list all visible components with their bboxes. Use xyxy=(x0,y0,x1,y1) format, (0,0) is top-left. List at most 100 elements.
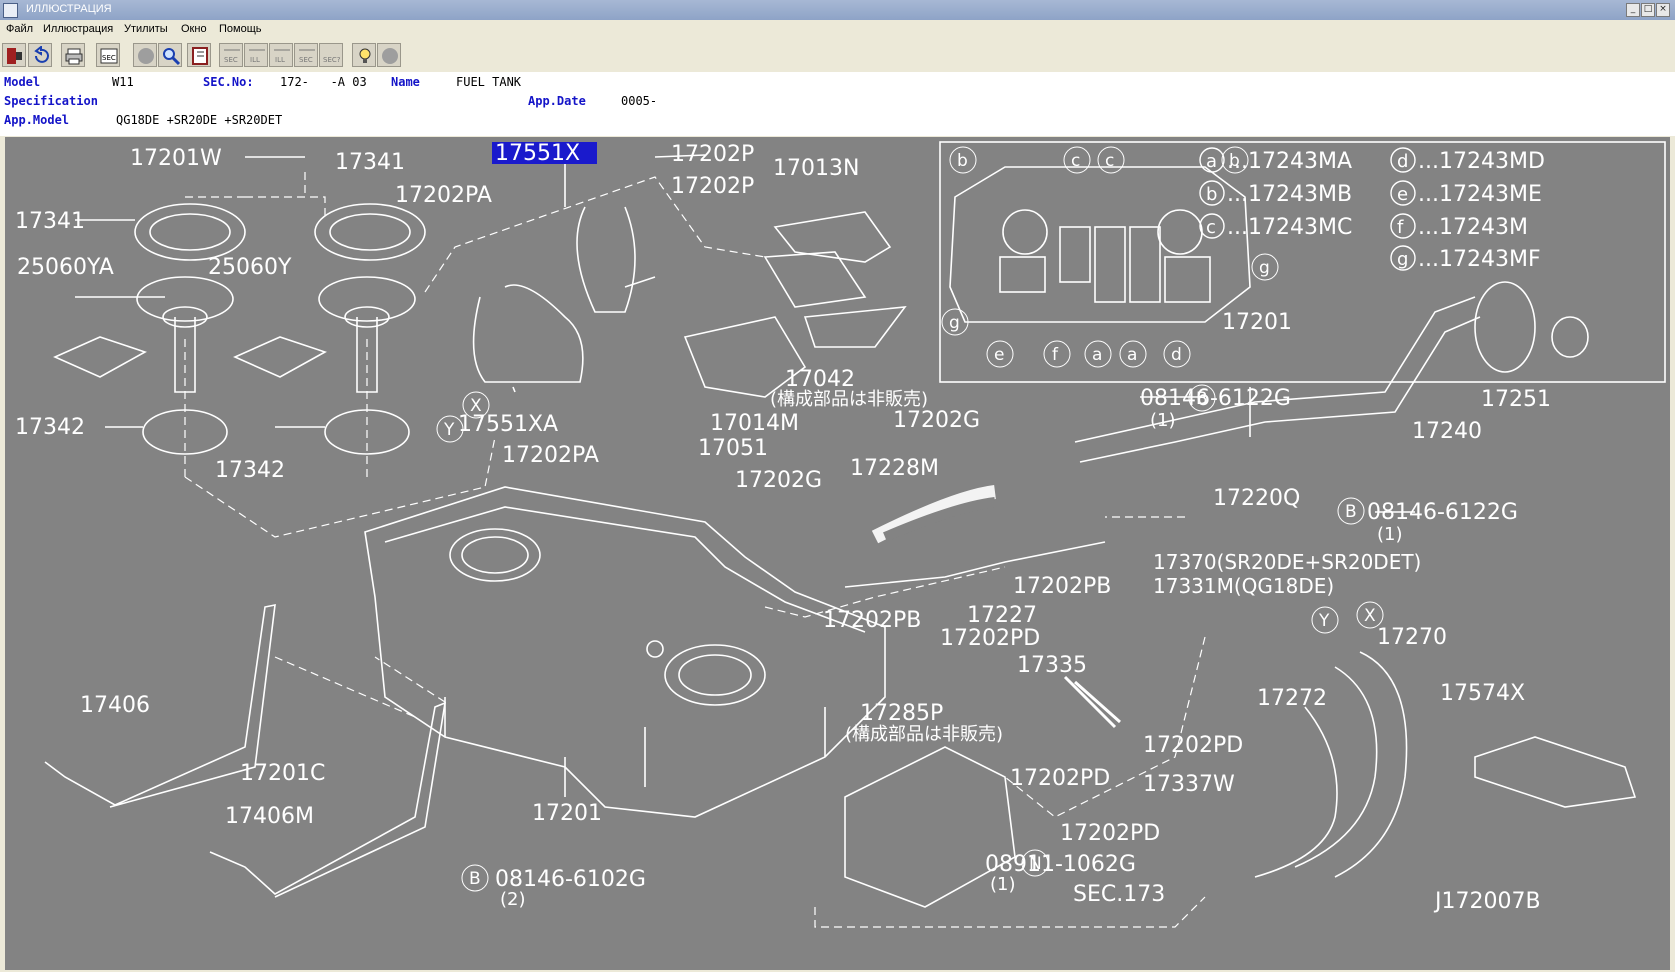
part-label[interactable]: 17042 xyxy=(785,367,855,392)
menu-illustration[interactable]: Иллюстрация xyxy=(43,23,114,35)
part-label[interactable]: 17014M xyxy=(710,411,799,436)
circle-icon xyxy=(138,48,154,64)
part-label[interactable]: 25060Y xyxy=(208,255,292,280)
part-label[interactable]: 17220Q xyxy=(1213,486,1300,511)
inset-keys: b c c b g g e f a a d xyxy=(941,146,1279,368)
part-label[interactable]: 17228M xyxy=(850,456,939,481)
part-label[interactable]: 17406M xyxy=(225,804,314,829)
part-label[interactable]: 25060YA xyxy=(17,255,114,280)
svg-text:SEC: SEC xyxy=(102,54,116,62)
part-label[interactable]: 17202P xyxy=(671,174,754,199)
marker: B xyxy=(469,869,481,889)
part-label[interactable]: 17406 xyxy=(80,693,150,718)
selected-part-label[interactable]: 17551X xyxy=(495,141,580,166)
legend-part[interactable]: ...17243MD xyxy=(1418,149,1545,174)
menu-window[interactable]: Окно xyxy=(181,23,207,35)
parts-diagram[interactable]: 17551X 17201W 17341 17341 25060YA 25060Y… xyxy=(5,137,1670,970)
part-label[interactable]: 08146-6122G xyxy=(1367,500,1518,525)
minimize-icon[interactable]: _ xyxy=(1626,3,1640,17)
sec-next-button[interactable]: SEC xyxy=(294,43,318,67)
svg-text:SEC?: SEC? xyxy=(323,56,341,64)
part-label[interactable]: 17202P xyxy=(671,142,754,167)
model-label: Model xyxy=(4,75,41,89)
part-label[interactable]: 17201 xyxy=(532,801,602,826)
part-label[interactable]: 08146-6102G xyxy=(495,867,646,892)
illustration-canvas[interactable]: 17551X 17201W 17341 17341 25060YA 25060Y… xyxy=(5,137,1670,970)
legend-part[interactable]: ...17243MF xyxy=(1418,247,1541,272)
part-label[interactable]: 17201 xyxy=(1222,310,1292,335)
ill-prev-button[interactable]: ILL xyxy=(244,43,268,67)
part-label[interactable]: 17201W xyxy=(130,146,222,171)
part-label[interactable]: 17342 xyxy=(15,415,85,440)
legend-part[interactable]: ...17243ME xyxy=(1418,182,1542,207)
sec-prev-button[interactable]: SEC xyxy=(219,43,243,67)
part-label[interactable]: 17202PD xyxy=(1010,766,1110,791)
part-label[interactable]: 17341 xyxy=(15,209,85,234)
part-label[interactable]: 17013N xyxy=(773,156,859,181)
menu-help[interactable]: Помощь xyxy=(219,23,262,35)
menu-utilities[interactable]: Утилиты xyxy=(124,23,168,35)
part-label[interactable]: 17551XA xyxy=(458,412,558,437)
part-label[interactable]: 17251 xyxy=(1481,387,1551,412)
hint-button[interactable] xyxy=(352,43,376,67)
name-value: FUEL TANK xyxy=(456,75,522,89)
legend-key: c xyxy=(1206,217,1216,238)
restore-icon[interactable]: □ xyxy=(1641,3,1655,17)
part-label[interactable]: 17202PB xyxy=(1013,574,1111,599)
legend-part[interactable]: ...17243MB xyxy=(1227,182,1352,207)
sec-icon: SEC xyxy=(100,48,118,64)
title-bar[interactable]: ИЛЛЮСТРАЦИЯ _ □ × xyxy=(0,0,1675,20)
part-label[interactable]: 17337W xyxy=(1143,772,1235,797)
undo-button[interactable] xyxy=(28,43,52,67)
marker: Y xyxy=(443,420,455,440)
part-label[interactable]: 17331M(QG18DE) xyxy=(1153,574,1334,598)
part-label[interactable]: 17202PB xyxy=(823,608,921,633)
exit-button[interactable] xyxy=(2,43,26,67)
book-icon xyxy=(192,47,208,65)
part-label[interactable]: 17341 xyxy=(335,150,405,175)
selected-part-highlight[interactable] xyxy=(492,142,597,164)
info-panel: Model W11 SEC.No: 172- -A 03 Name FUEL T… xyxy=(0,72,1675,136)
book-button[interactable] xyxy=(187,43,211,67)
part-label[interactable]: 17202PD xyxy=(1143,733,1243,758)
part-label[interactable]: 17285P xyxy=(860,701,943,726)
undo-icon xyxy=(34,46,49,63)
ill-prev-icon: ILL xyxy=(249,49,265,64)
part-label[interactable]: 17227 xyxy=(967,603,1037,628)
part-label[interactable]: 17335 xyxy=(1017,653,1087,678)
part-label[interactable]: 17202PA xyxy=(502,443,599,468)
sec-query-button[interactable]: SEC? xyxy=(319,43,343,67)
zoom-button[interactable] xyxy=(158,43,182,67)
inset-key: b xyxy=(1229,151,1240,171)
part-label[interactable]: 08911-1062G xyxy=(985,852,1136,877)
part-label[interactable]: 17270 xyxy=(1377,625,1447,650)
ill-next-icon: ILL xyxy=(274,49,290,64)
legend-part[interactable]: ...17243M xyxy=(1418,215,1528,240)
close-icon[interactable]: × xyxy=(1656,3,1670,17)
menu-file[interactable]: Файл xyxy=(6,23,34,35)
part-label[interactable]: 17342 xyxy=(215,458,285,483)
appmodel-label: App.Model xyxy=(4,113,70,127)
part-label[interactable]: 17202PA xyxy=(395,183,492,208)
sec-button[interactable]: SEC xyxy=(96,43,120,67)
part-label[interactable]: 17370(SR20DE+SR20DET) xyxy=(1153,550,1421,574)
part-label[interactable]: 17051 xyxy=(698,436,768,461)
part-label[interactable]: 17202PD xyxy=(940,626,1040,651)
circle2-button[interactable] xyxy=(377,43,401,67)
part-label[interactable]: 17202G xyxy=(735,468,822,493)
part-label[interactable]: 17574X xyxy=(1440,681,1525,706)
part-label[interactable]: 17272 xyxy=(1257,686,1327,711)
legend-part[interactable]: ...17243MC xyxy=(1227,215,1352,240)
part-label[interactable]: 17202G xyxy=(893,408,980,433)
circle-button[interactable] xyxy=(133,43,157,67)
inset-key: c xyxy=(1071,151,1080,171)
part-label[interactable]: 17201C xyxy=(240,761,325,786)
part-label[interactable]: 17202PD xyxy=(1060,821,1160,846)
part-label[interactable]: SEC.173 xyxy=(1073,882,1165,907)
print-button[interactable] xyxy=(61,43,85,67)
part-label[interactable]: 17240 xyxy=(1412,419,1482,444)
part-qty: (1) xyxy=(1150,410,1176,431)
appmodel-value: QG18DE +SR20DE +SR20DET xyxy=(116,113,283,127)
sec-query-icon: SEC? xyxy=(323,56,341,64)
ill-next-button[interactable]: ILL xyxy=(269,43,293,67)
